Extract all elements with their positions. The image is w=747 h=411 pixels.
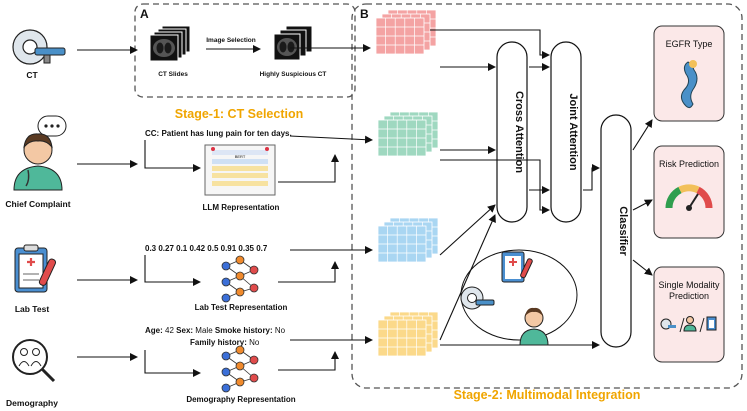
classifier-label: Classifier <box>617 206 629 256</box>
image-selection-label: Image Selection <box>206 37 256 44</box>
single-modality-output-box <box>653 266 725 363</box>
loop-doctor-icon <box>519 307 549 346</box>
lab-representation-label: Lab Test Representation <box>195 303 288 312</box>
llm-diagram <box>204 144 276 196</box>
lab-values: 0.3 0.27 0.1 0.42 0.5 0.91 0.35 0.7 <box>145 244 268 253</box>
stage2-panel <box>351 3 743 389</box>
input-lab-test-label: Lab Test <box>15 304 49 314</box>
demo-line-1: Age: 42 Sex: Male Smoke history: No <box>145 326 286 335</box>
lab-network-icon <box>221 255 259 303</box>
stage2-title: Stage-2: Multimodal Integration <box>454 388 641 402</box>
risk-output-box <box>653 145 725 239</box>
loop-clipboard-icon <box>501 251 533 283</box>
single-modality-loop <box>460 249 578 346</box>
demo-network-icon <box>221 345 259 393</box>
demo-family-key: Family history: <box>190 338 247 347</box>
input-demography-label: Demography <box>6 398 58 408</box>
loop-ct-icon <box>460 286 495 310</box>
cc-text: CC: Patient has lung pain for ten days. <box>145 129 292 138</box>
single-modality-label-1: Single Modality <box>658 280 720 290</box>
cross-attention-block <box>496 41 528 223</box>
cc-feature-grid <box>377 111 439 157</box>
clipboard-icon <box>14 244 57 293</box>
egfr-label: EGFR Type <box>666 39 713 49</box>
stage1-title: Stage-1: CT Selection <box>175 107 304 121</box>
lab-feature-grid <box>377 217 439 263</box>
demo-sex-key: Sex: <box>176 326 193 335</box>
joint-attention-label: Joint Attention <box>567 93 579 170</box>
demo-feature-grid <box>377 311 439 357</box>
panel-a-letter: A <box>140 7 149 21</box>
input-ct-label: CT <box>26 70 38 80</box>
single-modality-icons <box>660 316 717 333</box>
feature-grids <box>375 9 439 357</box>
ct-slides-label: CT Slides <box>158 71 188 78</box>
bert-label: BERT <box>235 154 246 159</box>
input-chief-complaint-label: Chief Complaint <box>5 199 70 209</box>
ct-scanner-icon <box>12 29 66 65</box>
ct-slides-stack <box>149 25 191 62</box>
joint-attention-block <box>550 41 582 223</box>
panel-b-letter: B <box>360 7 369 21</box>
llm-representation-label: LLM Representation <box>203 203 280 212</box>
demography-icon <box>12 339 56 383</box>
demo-age-value: 42 <box>165 326 174 335</box>
suspicious-ct-stack <box>273 25 313 61</box>
ct-feature-grid <box>375 9 437 55</box>
demo-smoke-key: Smoke history: <box>215 326 273 335</box>
demo-family-value: No <box>249 338 260 347</box>
demo-line-2: Family history: No <box>190 338 260 347</box>
classifier-block <box>600 114 632 348</box>
demo-representation-label: Demography Representation <box>186 395 295 404</box>
risk-gauge-icon <box>665 184 713 211</box>
doctor-icon <box>13 115 67 191</box>
risk-label: Risk Prediction <box>659 159 719 169</box>
highly-suspicious-ct-label: Highly Suspicious CT <box>260 71 327 78</box>
cross-attention-label: Cross Attention <box>513 91 525 173</box>
demo-smoke-value: No <box>275 326 286 335</box>
demo-sex-value: Male <box>195 326 213 335</box>
lung-tract-icon <box>680 60 698 109</box>
demo-age-key: Age: <box>145 326 163 335</box>
single-modality-label-2: Prediction <box>669 291 709 301</box>
